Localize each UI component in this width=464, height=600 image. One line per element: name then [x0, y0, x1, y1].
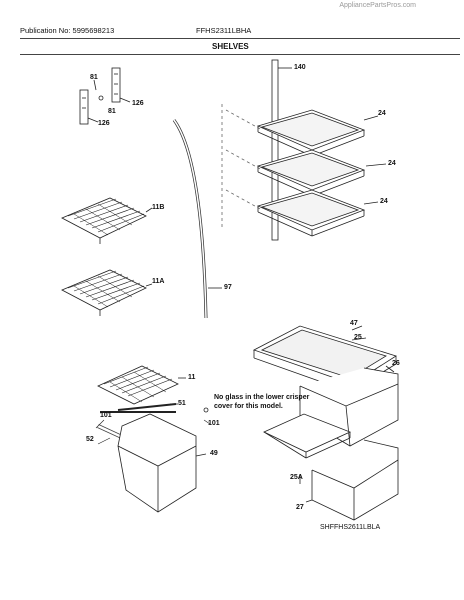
diagram-code: SHFFHS2611LBLA — [320, 524, 381, 531]
title-rule — [20, 54, 460, 55]
header-rule — [20, 38, 460, 39]
part-101-label-right: 101 — [208, 420, 220, 427]
part-126-label-right: 126 — [132, 100, 144, 107]
glass-shelf-middle — [256, 149, 387, 197]
part-27-label: 27 — [296, 504, 304, 511]
shelf-bracket-parts — [79, 67, 131, 125]
wire-shelf-11a — [61, 269, 153, 316]
part-24-label-middle: 24 — [388, 160, 396, 167]
part-51-label: 51 — [178, 400, 186, 407]
crisper-cover-lower — [263, 413, 352, 459]
part-11-label: 11 — [188, 374, 196, 381]
part-81-label-top: 81 — [90, 74, 98, 81]
part-26-label: 26 — [392, 360, 400, 367]
crisper-note: No glass in the lower crisper cover for … — [214, 394, 310, 410]
part-24-label-bottom: 24 — [380, 198, 388, 205]
crisper-drawer-lower — [299, 439, 399, 521]
wire-shelf-11b — [61, 197, 153, 244]
leader-lines — [95, 419, 211, 445]
part-47-label: 47 — [350, 320, 358, 327]
section-title: SHELVES — [212, 42, 249, 51]
part-52-label: 52 — [86, 436, 94, 443]
part-49-label: 49 — [210, 450, 218, 457]
part-25-label: 25 — [354, 334, 362, 341]
part-11b-label: 11B — [152, 204, 165, 211]
part-11a-label: 11A — [152, 278, 165, 285]
shelf-trim-strip — [172, 119, 222, 319]
watermark: AppliancePartsPros.com — [339, 2, 416, 9]
glass-shelf-top — [256, 109, 379, 157]
part-97-label: 97 — [224, 284, 232, 291]
deli-pan — [117, 413, 207, 513]
part-25a-label: 25A — [290, 474, 303, 481]
part-126-label-left: 126 — [98, 120, 110, 127]
part-24-label-top: 24 — [378, 110, 386, 117]
shelf-rail — [271, 59, 292, 241]
part-81-label-bottom: 81 — [108, 108, 116, 115]
rail-dashes — [221, 104, 263, 230]
glass-shelf-bottom — [256, 189, 379, 237]
part-140-label: 140 — [294, 64, 306, 71]
model-number: FFHS2311LBHA — [196, 26, 252, 35]
publication-number: Publication No: 5995698213 — [20, 26, 115, 35]
part-101-label-left: 101 — [100, 412, 112, 419]
wire-shelf-11 — [97, 365, 186, 405]
